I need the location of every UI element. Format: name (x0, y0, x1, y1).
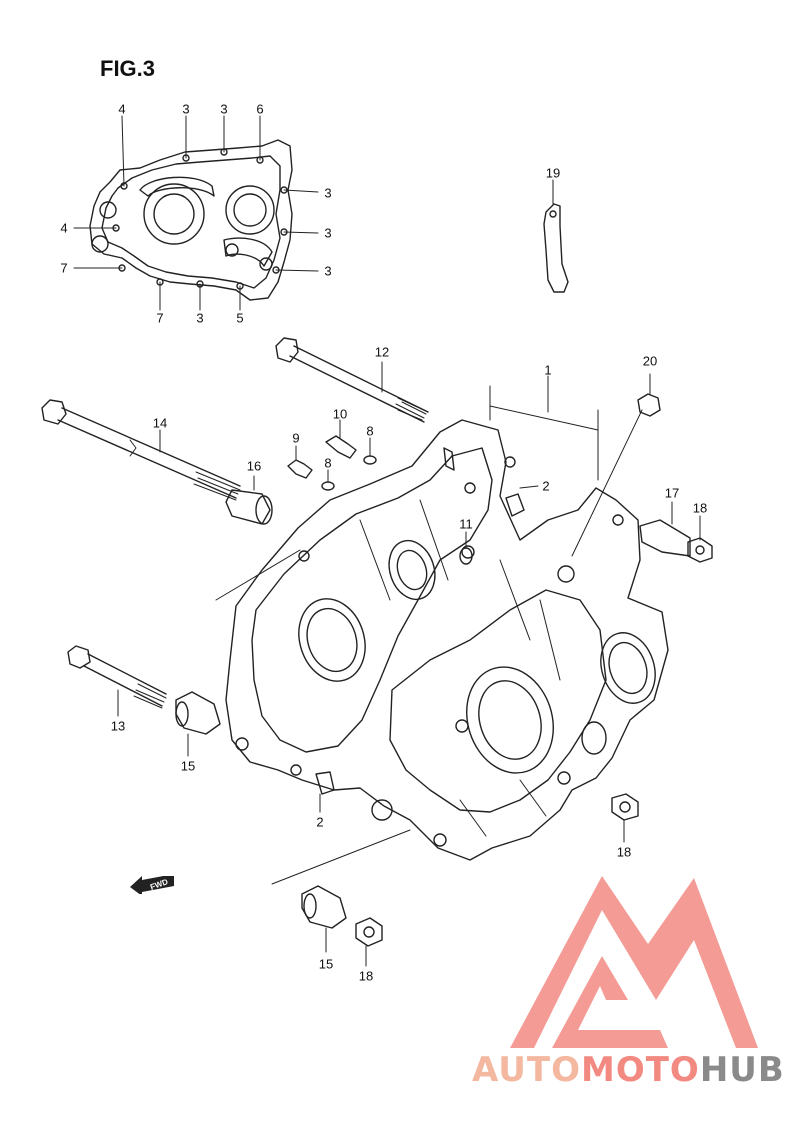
callout-19: 19 (545, 165, 561, 181)
forward-arrow-icon (130, 876, 174, 894)
part-18-nut-right (611, 793, 639, 843)
callout-20: 20 (642, 353, 658, 369)
callout-1: 1 (544, 362, 552, 378)
callout-gasket-6: 6 (256, 101, 264, 117)
watermark-part-hub: HUB (699, 1050, 785, 1090)
callout-18: 18 (358, 968, 374, 984)
callout-14: 14 (152, 415, 168, 431)
callout-gasket-3: 3 (324, 263, 332, 279)
callout-gasket-7: 7 (156, 310, 164, 326)
callout-18: 18 (616, 844, 632, 860)
part-11-oring (459, 531, 473, 565)
callout-gasket-3: 3 (324, 225, 332, 241)
part-12-long-bolt (275, 337, 429, 423)
callout-15: 15 (318, 956, 334, 972)
callout-gasket-3: 3 (220, 101, 228, 117)
part-19-bracket (543, 179, 569, 293)
callout-2: 2 (542, 478, 550, 494)
callout-2: 2 (316, 814, 324, 830)
callout-gasket-3: 3 (324, 185, 332, 201)
watermark-part-moto: MOTO (580, 1050, 700, 1090)
part-17-bolt (639, 501, 691, 557)
callout-13: 13 (110, 718, 126, 734)
part-8-washers (321, 437, 377, 491)
crankcase-gasket (89, 139, 293, 301)
part-15-collar-upper (175, 691, 221, 757)
callout-gasket-4: 4 (60, 220, 68, 236)
callout-gasket-4: 4 (118, 101, 126, 117)
part-16-collar (225, 475, 273, 525)
callout-gasket-5: 5 (236, 310, 244, 326)
callout-12: 12 (374, 344, 390, 360)
figure-title: FIG.3 (100, 56, 156, 81)
callout-gasket-3: 3 (196, 310, 204, 326)
crankcase-assembly (215, 375, 669, 885)
part-13-bolt (67, 645, 167, 717)
watermark-part-auto: AUTO (472, 1050, 581, 1090)
callout-17: 17 (664, 485, 680, 501)
part-2-dowel-upper (505, 485, 539, 517)
callout-10: 10 (332, 406, 348, 422)
watermark-text: AUTOMOTOHUB (472, 1050, 785, 1090)
callout-9: 9 (292, 430, 300, 446)
part-18-nut-bottom (355, 917, 383, 967)
callout-16: 16 (246, 458, 262, 474)
part-2-dowel-lower (315, 771, 335, 813)
part-20-plug (571, 373, 661, 557)
callout-gasket-7: 7 (60, 260, 68, 276)
gasket-leader-lines (73, 115, 319, 311)
part-10-fitting (325, 419, 357, 459)
callout-11: 11 (459, 516, 473, 532)
callout-8: 8 (324, 455, 332, 471)
callout-15: 15 (180, 758, 196, 774)
part-15-collar-lower (301, 885, 347, 953)
part-18-nut-upper (687, 515, 713, 563)
callout-gasket-3: 3 (182, 101, 190, 117)
part-9-fitting (287, 445, 313, 479)
callout-18: 18 (692, 500, 708, 516)
callout-8: 8 (366, 423, 374, 439)
